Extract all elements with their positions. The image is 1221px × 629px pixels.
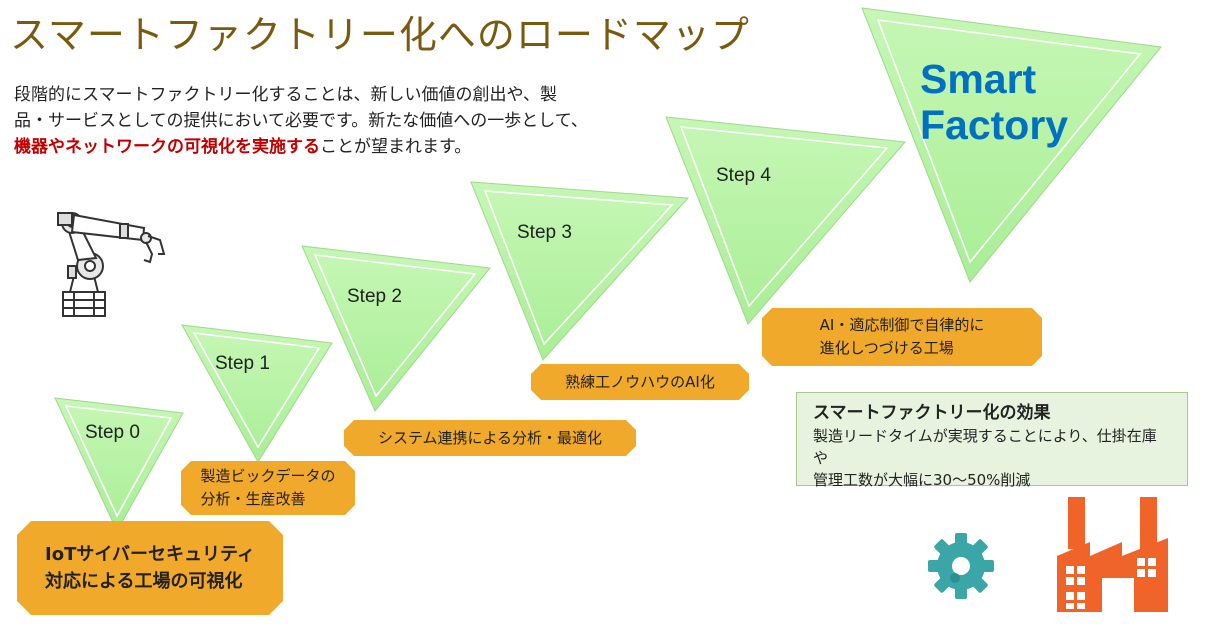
robot-arm-icon [57,212,166,317]
intro-highlight: 機器やネットワークの可視化を実施する [14,137,320,157]
smart-factory-label: Smart Factory [920,56,1068,148]
step-1-triangle [181,324,333,463]
smart-factory-triangle [861,7,1162,283]
step-0-triangle [54,397,184,533]
page-title: スマートファクトリー化へのロードマップ [10,13,750,57]
intro-line-1: 段階的にスマートファクトリー化することは、新しい価値の創出や、製 [14,85,557,105]
plaque-ai-line-1: AI・適応制御で自律的に [819,316,985,334]
smart-factory-line-2: Factory [920,102,1069,148]
step-4-label: Step 4 [716,165,771,186]
plaque-system-line-1: システム連携による分析・最適化 [377,428,603,447]
step-3-triangle [470,181,690,361]
intro-text: 段階的にスマートファクトリー化することは、新しい価値の創出や、製 品・サービスと… [14,82,654,160]
step-3-label: Step 3 [517,222,572,243]
effect-box: スマートファクトリー化の効果 製造リードタイムが実現することにより、仕掛在庫や … [796,392,1188,489]
plaque-bigdata-line-2: 分析・生産改善 [200,490,306,508]
gear-icon [928,533,994,599]
smart-factory-line-1: Smart [920,56,1037,102]
intro-line-2: 品・サービスとしての提供において必要です。新たな価値への一歩として、 [14,111,588,131]
plaque-iot-security: IoTサイバーセキュリティ 対応による工場の可視化 [17,521,283,615]
step-1-label: Step 1 [215,353,270,374]
intro-line-3-rest: ことが望まれます。 [320,137,472,157]
plaque-iot-line-1: IoTサイバーセキュリティ [45,544,255,565]
step-2-triangle [301,245,491,412]
plaque-ai-line-2: 進化しつづける工場 [819,339,954,357]
step-4-triangle [665,116,907,325]
plaque-knowhow-line-1: 熟練工ノウハウのAI化 [565,372,715,391]
plaque-iot-line-2: 対応による工場の可視化 [45,571,243,592]
effect-line-1: 製造リードタイムが実現することにより、仕掛在庫や [813,427,1157,467]
intro-line-3: 機器やネットワークの可視化を実施することが望まれます。 [14,134,654,160]
plaque-knowhow: 熟練工ノウハウのAI化 [531,364,749,400]
effect-title: スマートファクトリー化の効果 [813,403,1051,423]
plaque-bigdata-line-1: 製造ビックデータの [200,467,336,485]
plaque-bigdata: 製造ビックデータの 分析・生産改善 [181,461,355,515]
step-2-label: Step 2 [347,286,402,307]
plaque-system: システム連携による分析・最適化 [344,420,636,456]
effect-line-2: 管理工数が大幅に30～50%削減 [813,471,1031,489]
plaque-ai: AI・適応制御で自律的に 進化しつづける工場 [762,308,1042,366]
factory-icon [1057,497,1168,612]
step-0-label: Step 0 [85,422,140,443]
